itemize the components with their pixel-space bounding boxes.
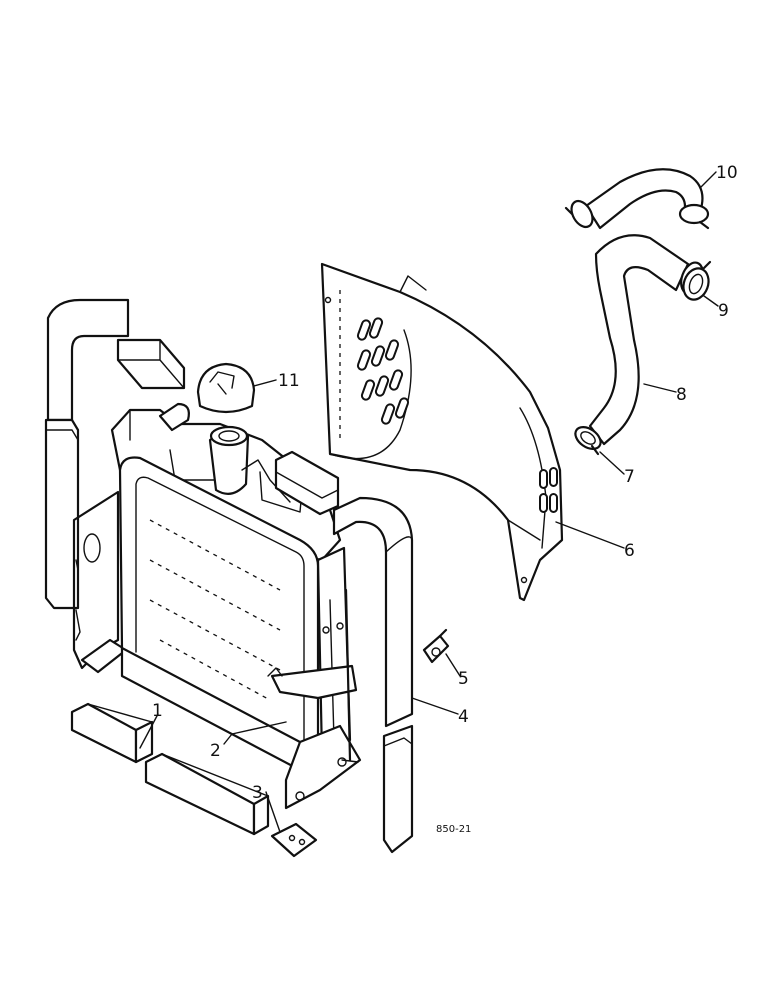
callouts: 1 2 3 4 5 6 7 8 9 10 11 850-21 — [152, 163, 738, 835]
fan-shroud — [320, 262, 564, 602]
callout-10: 10 — [716, 163, 738, 183]
drawing-reference-code: 850-21 — [436, 824, 471, 835]
callout-8: 8 — [676, 385, 687, 405]
left-mounting-bracket — [72, 490, 128, 674]
upper-hose — [564, 168, 710, 230]
left-upper-seal-strip — [44, 298, 186, 610]
leader-lines — [139, 171, 719, 833]
callout-4: 4 — [458, 707, 469, 727]
radiator-cap — [196, 362, 256, 414]
lower-seal-strips — [70, 702, 270, 836]
callout-6: 6 — [624, 541, 635, 561]
hose-clamp-lower — [574, 425, 602, 456]
callout-5: 5 — [458, 669, 469, 689]
radiator-assembly — [110, 402, 362, 810]
temperature-sender — [422, 628, 450, 664]
callout-9: 9 — [718, 301, 729, 321]
lower-hose — [588, 234, 704, 446]
hose-clamp-upper — [682, 260, 712, 301]
callout-11: 11 — [278, 371, 300, 391]
callout-1: 1 — [152, 701, 163, 721]
shroud-vent-slots — [356, 317, 558, 513]
callout-3: 3 — [252, 783, 263, 803]
mounting-pad — [270, 822, 318, 858]
right-seal-strips — [274, 450, 414, 854]
callout-7: 7 — [624, 467, 635, 487]
callout-2: 2 — [210, 741, 221, 761]
